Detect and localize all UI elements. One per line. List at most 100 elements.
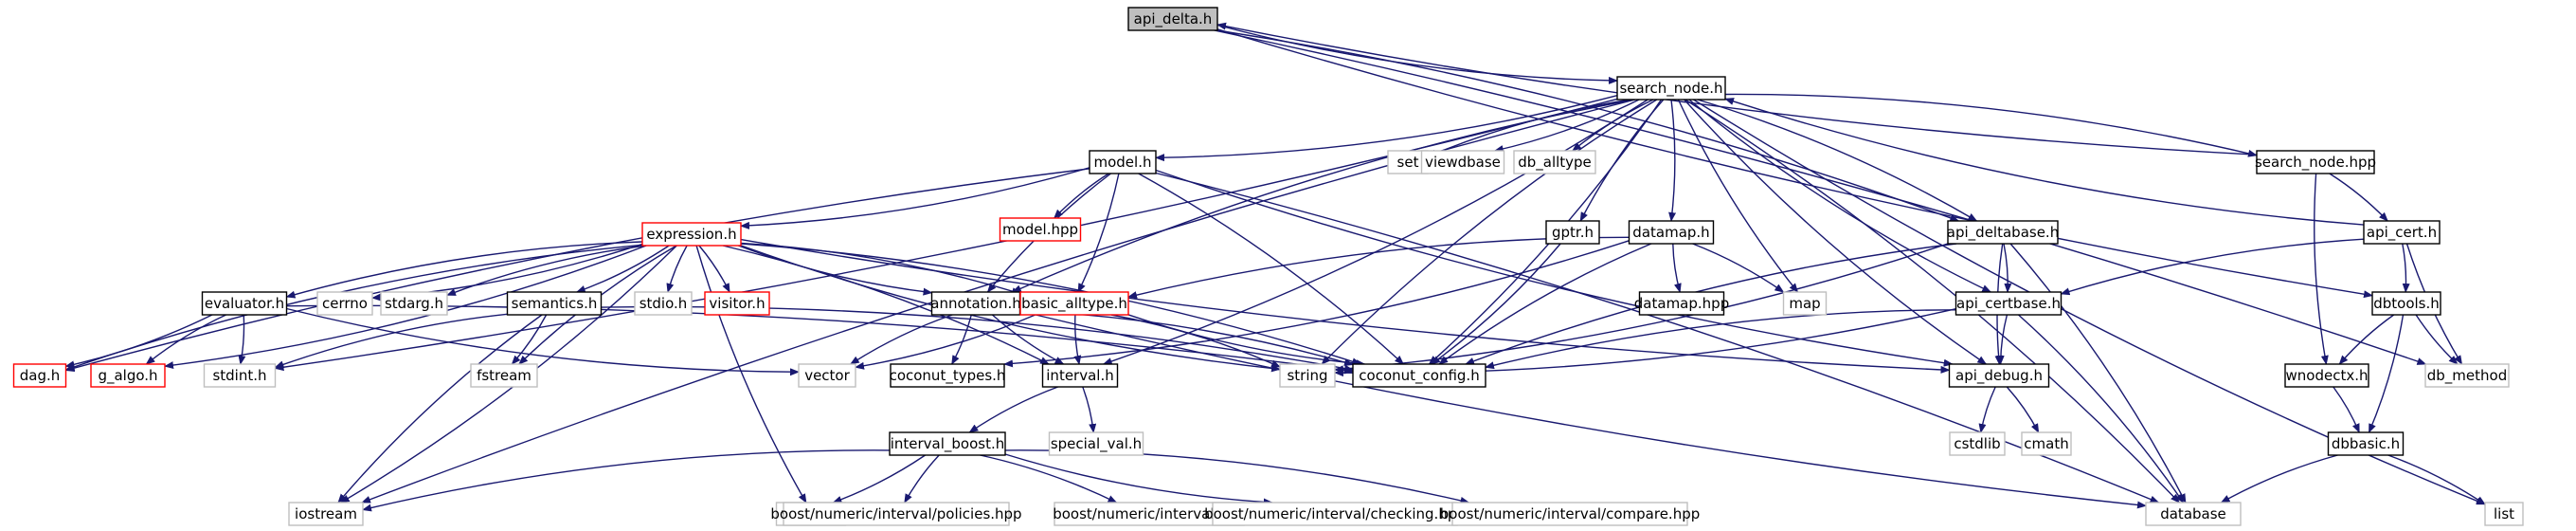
node-label: viewdbase (1425, 154, 1501, 171)
node-api-deltabase-h[interactable]: api_deltabase.h (1947, 220, 2059, 245)
node-label: datamap.hpp (1634, 295, 1729, 312)
node-label: expression.h (646, 226, 736, 243)
node-box (506, 291, 603, 316)
node-box (1616, 76, 1726, 101)
edge-search_node_h-to-search_node_hpp (1724, 93, 2258, 157)
node-stdint-h[interactable]: stdint.h (203, 363, 277, 388)
node-label: cerrno (322, 295, 368, 312)
node-search-node-h[interactable]: search_node.h (1616, 76, 1726, 101)
node-cerrno[interactable]: cerrno (316, 291, 373, 316)
edge-expression_h-to-visitor_h (698, 245, 730, 293)
node-stdarg-h[interactable]: stdarg.h (380, 291, 448, 316)
node-box (1513, 150, 1596, 174)
node-viewdbase[interactable]: viewdbase (1420, 150, 1505, 174)
node-evaluator-h[interactable]: evaluator.h (201, 291, 288, 316)
node-cmath[interactable]: cmath (2021, 431, 2072, 456)
edge-api_delta_h-to-dbtools_h (1216, 28, 2373, 299)
node-label: api_delta.h (1134, 10, 1213, 28)
node-database[interactable]: database (2145, 502, 2242, 526)
node-visitor-h[interactable]: visitor.h (704, 291, 770, 316)
node-search-node-hpp[interactable]: search_node.hpp (2255, 150, 2376, 174)
node-box (1955, 291, 2063, 316)
edge-interval_boost_h-to-values_h (832, 454, 926, 504)
node-db-alltype[interactable]: db_alltype (1513, 150, 1596, 174)
edge-interval_h-to-interval_boost_h (968, 386, 1058, 433)
edge-api_deltabase_h-to-database (2009, 243, 2187, 504)
node-box (889, 431, 1006, 456)
node-label: interval_boost.h (891, 435, 1005, 453)
node-coconut-types-h[interactable]: coconut_types.h (890, 363, 1006, 388)
node-stdio-h[interactable]: stdio.h (634, 291, 693, 316)
node-box (1279, 363, 1336, 388)
node-basic-alltype-h[interactable]: basic_alltype.h (1019, 291, 1129, 316)
node-box (890, 363, 1005, 388)
edge-dbbasic_h-to-database (2220, 454, 2338, 504)
node-label: iostream (295, 505, 357, 522)
node-label: interval.h (1046, 367, 1113, 384)
node-gptr-h[interactable]: gptr.h (1545, 220, 1600, 245)
node-dbtools-h[interactable]: dbtools.h (2371, 291, 2441, 316)
node-label: dag.h (20, 367, 61, 384)
edge-api_deltabase_h-to-coconut_config_h (1465, 243, 1957, 365)
node-label: boost/numeric/interval/compare.hpp (1440, 505, 1701, 522)
node-fstream[interactable]: fstream (470, 363, 538, 388)
edge-interval_h-to-special_val_h (1082, 386, 1097, 433)
node-box (2424, 363, 2510, 388)
node-g-algo-h[interactable]: g_algo.h (90, 363, 166, 388)
edge-expression_h-to-evaluator_h (285, 241, 643, 299)
node-policies-hpp[interactable]: boost/numeric/interval/policies.hpp (770, 502, 1022, 526)
node-box (704, 291, 770, 316)
edge-search_node_hpp-to-api_delta_h (1216, 22, 2258, 156)
node-model-h[interactable]: model.h (1089, 150, 1157, 174)
node-wnodectx-h[interactable]: wnodectx.h (2284, 363, 2369, 388)
node-label: search_node.hpp (2255, 154, 2376, 172)
edge-wnodectx_h-to-dbbasic_h (2333, 386, 2360, 433)
node-datamap-h[interactable]: datamap.h (1628, 220, 1715, 245)
node-dbbasic-h[interactable]: dbbasic.h (2327, 431, 2405, 456)
node-dag-h[interactable]: dag.h (12, 363, 67, 388)
edge-model_h-to-database (1155, 172, 2160, 504)
node-label: model.h (1094, 154, 1152, 171)
node-db-method[interactable]: db_method (2424, 363, 2510, 388)
edge-expression_h-to-interval_h (722, 245, 1050, 365)
node-interval-h[interactable]: interval.h (1041, 363, 1119, 388)
node-label: stdio.h (639, 295, 688, 312)
node-cstdlib[interactable]: cstdlib (1949, 431, 2006, 456)
node-annotation-h[interactable]: annotation.h (930, 291, 1021, 316)
node-box (1019, 291, 1129, 316)
node-box (2371, 291, 2441, 316)
node-api-cert-h[interactable]: api_cert.h (2363, 220, 2441, 245)
node-iostream[interactable]: iostream (288, 502, 364, 526)
node-vector[interactable]: vector (798, 363, 856, 388)
edge-api_debug_h-to-cstdlib (1978, 386, 1996, 433)
node-api-delta-h[interactable]: api_delta.h (1127, 7, 1218, 31)
edge-search_node_h-to-database (1684, 99, 2180, 504)
edge-datamap_h-to-datamap_hpp (1672, 243, 1682, 293)
node-datamap-hpp[interactable]: datamap.hpp (1634, 291, 1729, 316)
node-list[interactable]: list (2484, 502, 2524, 526)
node-model-hpp[interactable]: model.hpp (999, 217, 1082, 242)
node-label: wnodectx.h (2286, 367, 2369, 384)
node-compare-hpp[interactable]: boost/numeric/interval/compare.hpp (1440, 502, 1701, 526)
node-label: search_node.h (1619, 80, 1722, 98)
node-semantics-h[interactable]: semantics.h (506, 291, 603, 316)
node-label: basic_alltype.h (1021, 295, 1127, 313)
node-box (470, 363, 538, 388)
edge-model_h-to-expression_h (740, 167, 1090, 229)
node-box (1127, 7, 1218, 31)
node-expression-h[interactable]: expression.h (641, 222, 742, 247)
edge-api_certbase_h-to-database (2018, 314, 2185, 504)
node-string[interactable]: string (1279, 363, 1336, 388)
edge-annotation_h-to-database (1019, 310, 2147, 509)
node-coconut-config-h[interactable]: coconut_config.h (1352, 363, 1486, 388)
node-label: string (1287, 367, 1327, 384)
node-api-debug-h[interactable]: api_debug.h (1948, 363, 2050, 388)
node-special-val-h[interactable]: special_val.h (1048, 431, 1144, 456)
node-checking-hpp[interactable]: boost/numeric/interval/checking.hpp (1204, 502, 1466, 526)
node-api-certbase-h[interactable]: api_certbase.h (1955, 291, 2063, 316)
node-map[interactable]: map (1782, 291, 1828, 316)
edge-search_node_h-to-string (1321, 99, 1658, 365)
node-interval-boost-h[interactable]: interval_boost.h (889, 431, 1006, 456)
edge-evaluator_h-to-g_algo_h (145, 314, 226, 365)
